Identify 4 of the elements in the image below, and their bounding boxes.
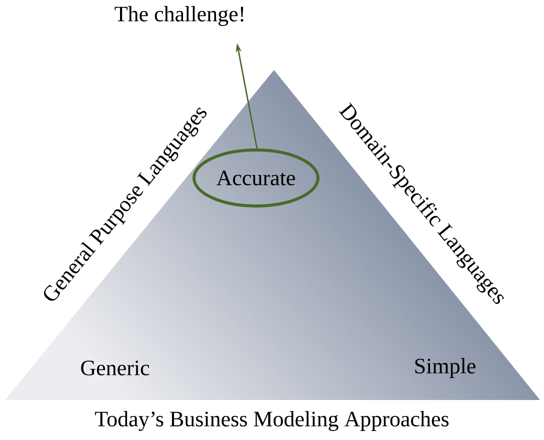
corner-label: Generic bbox=[81, 360, 150, 376]
heading-text: The challenge! bbox=[114, 6, 244, 26]
corner-label: Simple bbox=[415, 358, 476, 378]
caption: Today’s Business Modeling Approaches bbox=[95, 411, 449, 431]
